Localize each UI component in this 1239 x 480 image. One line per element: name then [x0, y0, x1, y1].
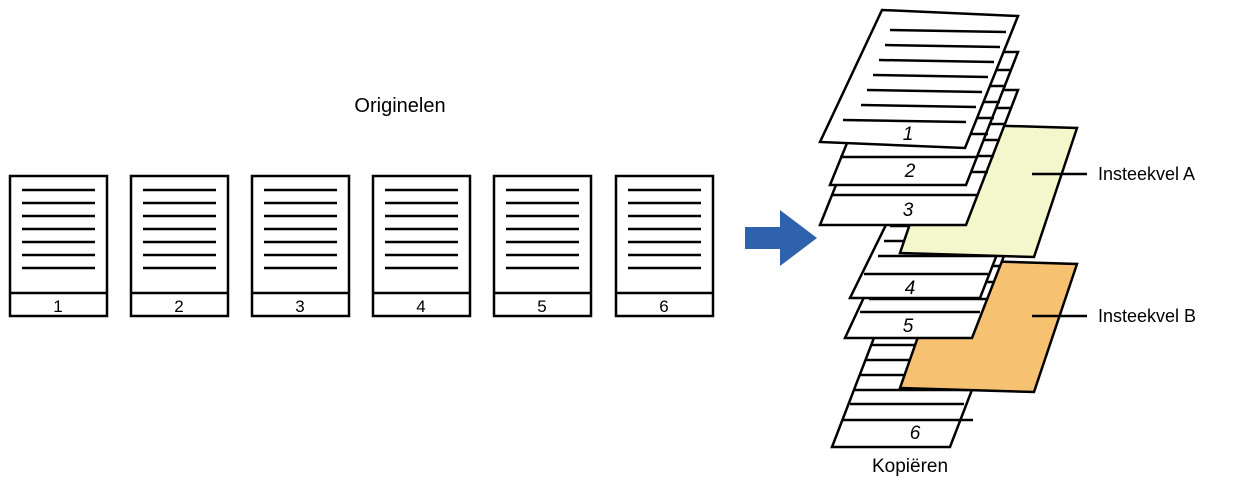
- copy-page-number: 6: [910, 423, 921, 444]
- insert-a-label: Insteekvel A: [1098, 164, 1195, 184]
- original-page-number: 2: [174, 297, 183, 316]
- original-page-number: 1: [53, 297, 62, 316]
- original-page-number: 5: [537, 297, 546, 316]
- copies-caption: Kopiëren: [872, 456, 948, 477]
- original-page-3: 3: [250, 174, 351, 318]
- copy-page-number: 5: [903, 316, 914, 337]
- copy-page-number: 3: [903, 200, 914, 221]
- copy-page-number: 2: [904, 161, 916, 182]
- copy-page-number: 1: [903, 124, 914, 145]
- original-page-6: 6: [614, 174, 715, 318]
- originals-title: Originelen: [354, 95, 445, 117]
- original-page-4: 4: [371, 174, 472, 318]
- original-page-number: 3: [295, 297, 304, 316]
- insert-b-label: Insteekvel B: [1098, 306, 1196, 326]
- copy-page-number: 4: [905, 278, 916, 299]
- arrow-right-icon: [745, 210, 817, 266]
- original-page-1: 1: [8, 174, 109, 318]
- originals-row: 1 2 3 4 5 6: [8, 174, 715, 318]
- original-page-number: 6: [659, 297, 668, 316]
- original-page-5: 5: [492, 174, 593, 318]
- copy-page-1: 1: [818, 8, 1020, 150]
- original-page-2: 2: [129, 174, 230, 318]
- original-page-number: 4: [416, 297, 425, 316]
